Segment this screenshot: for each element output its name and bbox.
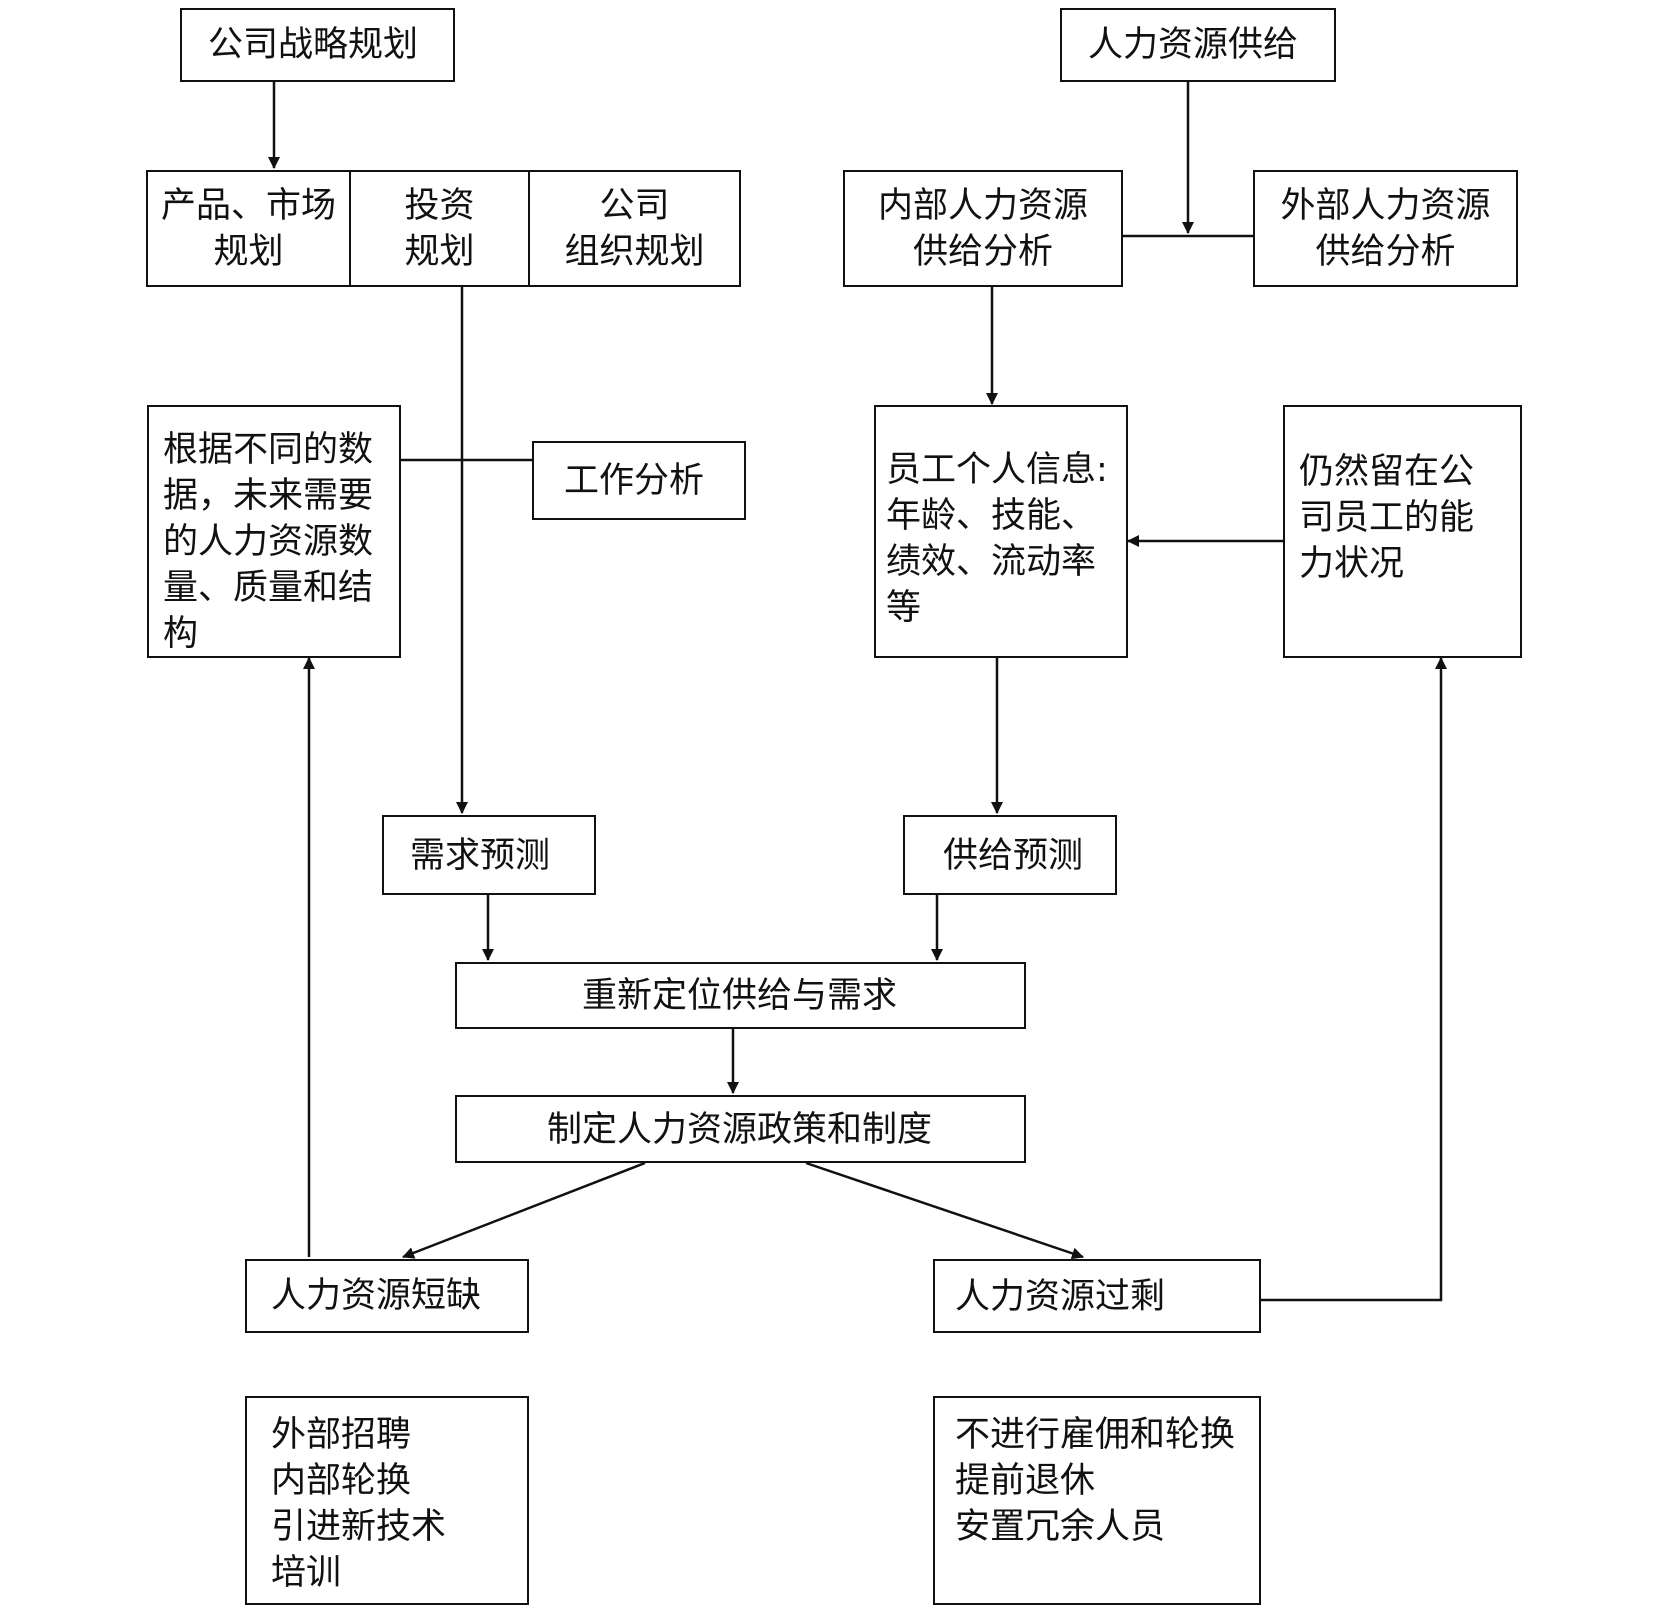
demand-forecast-label: 需求预测 (410, 836, 551, 876)
remaining-capability-line: 仍然留在公 (1299, 452, 1475, 492)
employee-info-line: 员工个人信息: (886, 450, 1108, 490)
plan-product-market: 产品、市场 规划 (160, 185, 336, 272)
remaining-capability-box: 仍然留在公 司员工的能 力状况 (1283, 405, 1522, 658)
shortage-box: 人力资源短缺 (245, 1259, 529, 1333)
internal-supply-analysis-box: 内部人力资源 供给分析 (843, 170, 1123, 287)
demand-data-line: 量、质量和结 (163, 568, 374, 608)
shortage-action-item: 内部轮换 (271, 1461, 412, 1501)
demand-forecast-box: 需求预测 (382, 815, 596, 895)
arrow-policy-to-surplus (805, 1161, 1084, 1260)
external-supply-analysis: 外部人力资源 供给分析 (1280, 185, 1491, 272)
employee-info-box: 员工个人信息: 年龄、技能、 绩效、流动率 等 (874, 405, 1128, 658)
demand-data-line: 的人力资源数 (163, 522, 374, 562)
policy-label: 制定人力资源政策和制度 (547, 1110, 933, 1150)
plan-organization: 公司 组织规划 (528, 172, 739, 285)
shortage-action-item: 引进新技术 (271, 1507, 447, 1547)
supply-box: 人力资源供给 (1060, 8, 1336, 82)
demand-data-line: 据，未来需要 (163, 476, 374, 516)
shortage-action-item: 外部招聘 (271, 1415, 412, 1455)
surplus-label: 人力资源过剩 (955, 1277, 1166, 1317)
surplus-action-item: 不进行雇佣和轮换 (955, 1415, 1236, 1455)
shortage-action-item: 培训 (271, 1553, 342, 1593)
job-analysis-label: 工作分析 (564, 461, 705, 501)
demand-data-box: 根据不同的数 据，未来需要 的人力资源数 量、质量和结 构 (147, 405, 401, 658)
internal-supply-analysis: 内部人力资源 供给分析 (877, 185, 1088, 272)
remaining-capability-line: 力状况 (1299, 544, 1405, 584)
plan-investment: 投资 规划 (349, 172, 528, 285)
surplus-action-item: 安置冗余人员 (955, 1507, 1166, 1547)
employee-info-line: 年龄、技能、 (886, 496, 1097, 536)
employee-info-line: 等 (886, 588, 922, 628)
employee-info-line: 绩效、流动率 (886, 542, 1097, 582)
arrow-surplus-to-remaining (1261, 657, 1447, 1302)
supply-forecast-label: 供给预测 (943, 836, 1084, 876)
supply-title: 人力资源供给 (1088, 25, 1299, 65)
shortage-label: 人力资源短缺 (271, 1276, 482, 1316)
arrow-policy-to-shortage (402, 1161, 646, 1259)
surplus-actions-box: 不进行雇佣和轮换 提前退休 安置冗余人员 (933, 1396, 1261, 1605)
surplus-action-item: 提前退休 (955, 1461, 1096, 1501)
job-analysis-box: 工作分析 (532, 441, 746, 520)
strategy-title: 公司战略规划 (208, 25, 419, 65)
surplus-box: 人力资源过剩 (933, 1259, 1261, 1333)
strategy-box: 公司战略规划 (180, 8, 455, 82)
external-supply-analysis-box: 外部人力资源 供给分析 (1253, 170, 1518, 287)
policy-box: 制定人力资源政策和制度 (455, 1095, 1026, 1163)
demand-data-line: 根据不同的数 (163, 430, 374, 470)
plans-box: 产品、市场 规划 投资 规划 公司 组织规划 (146, 170, 741, 287)
reposition-box: 重新定位供给与需求 (455, 962, 1026, 1029)
remaining-capability-line: 司员工的能 (1299, 498, 1475, 538)
reposition-label: 重新定位供给与需求 (582, 976, 898, 1016)
supply-forecast-box: 供给预测 (903, 815, 1117, 895)
demand-data-line: 构 (163, 614, 199, 654)
shortage-actions-box: 外部招聘 内部轮换 引进新技术 培训 (245, 1396, 529, 1605)
